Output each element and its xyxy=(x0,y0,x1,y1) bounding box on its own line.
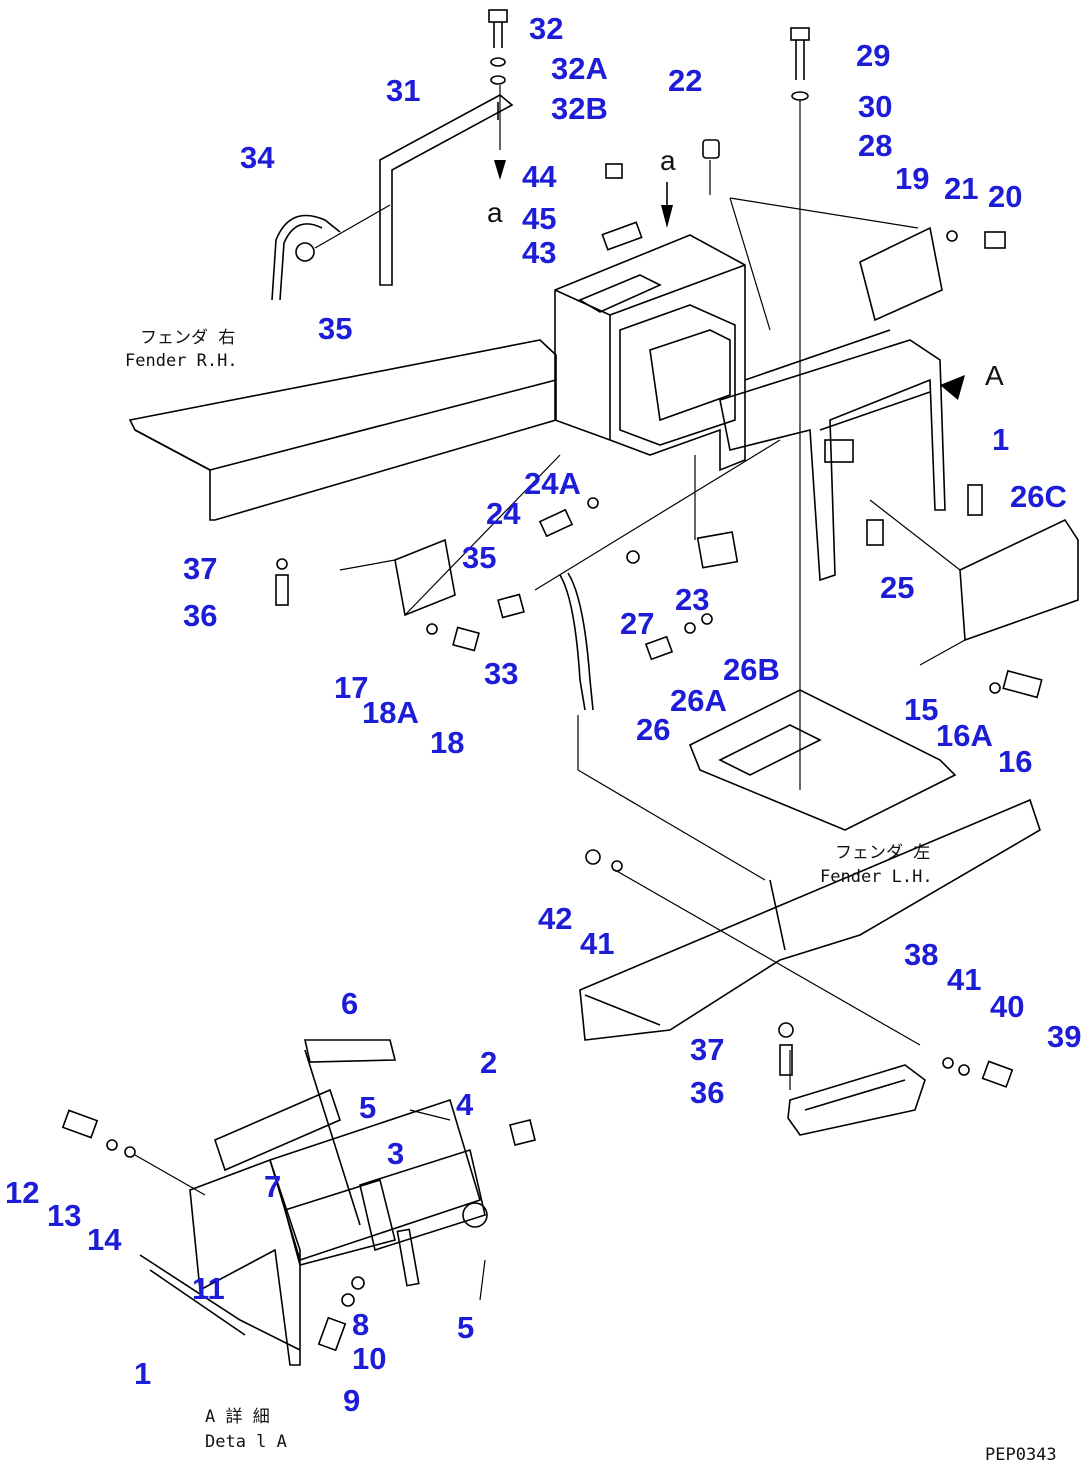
part-label: 41 xyxy=(580,926,614,961)
mark-view-a: A xyxy=(985,360,1004,391)
note-fender-rh-jp: フェンダ 右 xyxy=(140,328,235,348)
part-label: 4 xyxy=(456,1087,474,1122)
part-label: 11 xyxy=(192,1271,225,1306)
console-frame xyxy=(554,234,746,472)
part-label: 30 xyxy=(858,89,892,124)
part-label: 26B xyxy=(723,652,780,687)
bolt-32 xyxy=(488,9,508,180)
note-detail-en: Deta l A xyxy=(205,1432,287,1452)
part-label: 16A xyxy=(936,718,993,753)
part-label: 33 xyxy=(484,656,518,691)
part-label: 28 xyxy=(858,128,892,163)
part-label: 26C xyxy=(1010,479,1067,514)
cover-15 xyxy=(959,518,1079,642)
part-label: 29 xyxy=(856,38,890,73)
drawing-code: PEP0343 xyxy=(985,1445,1057,1465)
part-label: 1 xyxy=(992,422,1009,457)
part-label: 12 xyxy=(5,1175,39,1210)
part-label: 7 xyxy=(264,1169,281,1204)
linework xyxy=(61,9,1079,1366)
part-label: 26 xyxy=(636,712,670,747)
note-fender-lh-en: Fender L.H. xyxy=(820,867,933,887)
glass-19 xyxy=(859,226,943,322)
part-label: 24 xyxy=(486,496,521,531)
part-label: 35 xyxy=(318,311,352,346)
note-fender-rh-en: Fender R.H. xyxy=(125,351,238,371)
bracket-31 xyxy=(379,94,514,286)
part-label: 42 xyxy=(538,901,572,936)
part-label: 36 xyxy=(690,1075,724,1110)
fender-lh xyxy=(579,798,1041,1041)
part-label: 35 xyxy=(462,540,496,575)
part-label: 21 xyxy=(944,171,978,206)
part-label: 16 xyxy=(998,744,1032,779)
part-label: 17 xyxy=(334,670,368,705)
part-label: 36 xyxy=(183,598,217,633)
part-label: 10 xyxy=(352,1341,386,1376)
part-label: 43 xyxy=(522,235,556,270)
mark-a-left: a xyxy=(487,197,503,228)
part-label: 18A xyxy=(362,695,419,730)
part-label: 34 xyxy=(240,140,275,175)
part-label: 23 xyxy=(675,582,709,617)
floor-frame xyxy=(688,689,957,831)
part-label: 41 xyxy=(947,962,981,997)
note-detail-jp: A 詳 細 xyxy=(205,1407,270,1427)
part-label: 1 xyxy=(134,1356,151,1391)
part-label: 32A xyxy=(551,51,608,86)
part-label: 45 xyxy=(522,201,556,236)
bolt-29 xyxy=(790,27,810,790)
part-label: 8 xyxy=(352,1307,369,1342)
part-label: 9 xyxy=(343,1383,360,1418)
part-label: 38 xyxy=(904,937,938,972)
part-label: 37 xyxy=(690,1032,724,1067)
part-label: 3 xyxy=(387,1136,404,1171)
step-38 xyxy=(787,1064,926,1136)
part-label: 39 xyxy=(1047,1019,1081,1054)
front-frame-1 xyxy=(719,339,946,582)
part-label: 13 xyxy=(47,1198,81,1233)
part-label: 6 xyxy=(341,986,358,1021)
note-fender-lh-jp: フェンダ 左 xyxy=(835,843,930,863)
part-label: 2 xyxy=(480,1045,497,1080)
part-label: 15 xyxy=(904,692,938,727)
part-label: 40 xyxy=(990,989,1024,1024)
part-label: 31 xyxy=(386,73,420,108)
part-label: 22 xyxy=(668,63,702,98)
part-label: 27 xyxy=(620,606,654,641)
part-label: 37 xyxy=(183,551,217,586)
part-label: 20 xyxy=(988,179,1022,214)
part-label: 5 xyxy=(457,1310,474,1345)
part-label: 19 xyxy=(895,161,929,196)
rod-33 xyxy=(559,574,586,711)
part-label: 32 xyxy=(529,11,563,46)
part-label: 18 xyxy=(430,725,464,760)
part-label: 44 xyxy=(522,159,557,194)
mark-a-right: a xyxy=(660,145,676,176)
cover-17 xyxy=(394,538,456,617)
part-label: 32B xyxy=(551,91,608,126)
part-label: 14 xyxy=(87,1222,122,1257)
part-label: 5 xyxy=(359,1090,376,1125)
part-label: 24A xyxy=(524,466,581,501)
part-label: 25 xyxy=(880,570,914,605)
clip-34 xyxy=(271,214,341,301)
part-label: 26A xyxy=(670,683,727,718)
